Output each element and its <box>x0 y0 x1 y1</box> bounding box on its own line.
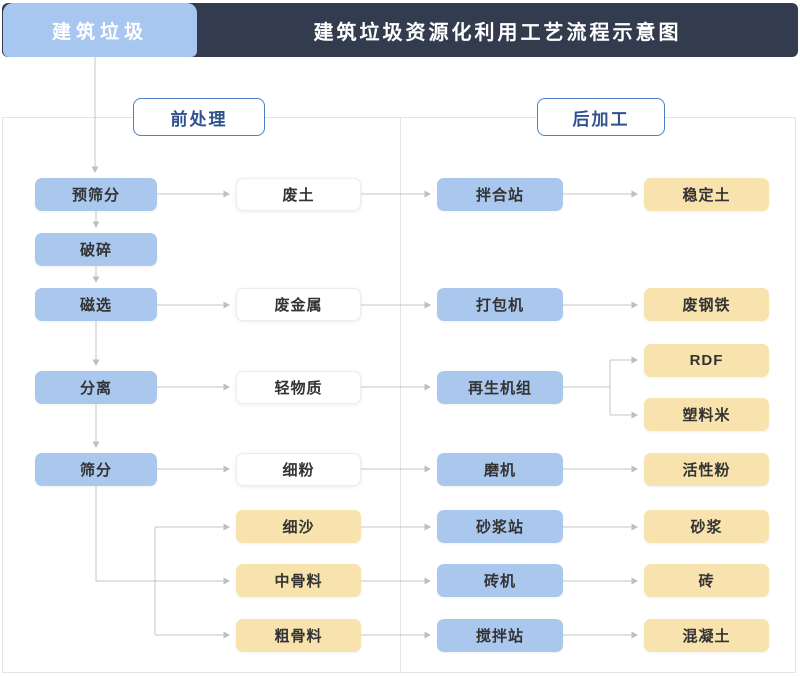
node-fine-sand: 细沙 <box>236 510 361 543</box>
node-screening: 筛分 <box>35 453 157 486</box>
node-brick-machine: 砖机 <box>437 564 563 597</box>
node-coarse-aggregate: 粗骨料 <box>236 619 361 652</box>
node-mixing-plant: 拌合站 <box>437 178 563 211</box>
node-agitation-station: 搅拌站 <box>437 619 563 652</box>
node-light-material: 轻物质 <box>236 371 361 404</box>
node-waste-soil: 废土 <box>236 178 361 211</box>
panel-divider <box>400 117 401 673</box>
node-stabilized-soil: 稳定土 <box>644 178 769 211</box>
node-rdf: RDF <box>644 344 769 377</box>
node-plastic-pellets: 塑料米 <box>644 398 769 431</box>
node-scrap-steel: 废钢铁 <box>644 288 769 321</box>
node-concrete: 混凝土 <box>644 619 769 652</box>
node-mill: 磨机 <box>437 453 563 486</box>
node-active-powder: 活性粉 <box>644 453 769 486</box>
node-crushing: 破碎 <box>35 233 157 266</box>
section-label-pre-processing: 前处理 <box>133 98 265 136</box>
source-tab-construction-waste: 建筑垃圾 <box>3 3 197 57</box>
node-mortar: 砂浆 <box>644 510 769 543</box>
node-brick: 砖 <box>644 564 769 597</box>
node-separation: 分离 <box>35 371 157 404</box>
node-pre-screening: 预筛分 <box>35 178 157 211</box>
node-magnetic-separation: 磁选 <box>35 288 157 321</box>
node-medium-aggregate: 中骨料 <box>236 564 361 597</box>
node-mortar-station: 砂浆站 <box>437 510 563 543</box>
section-label-post-processing: 后加工 <box>537 98 665 136</box>
node-fine-powder: 细粉 <box>236 453 361 486</box>
node-regeneration-unit: 再生机组 <box>437 371 563 404</box>
node-baler: 打包机 <box>437 288 563 321</box>
node-waste-metal: 废金属 <box>236 288 361 321</box>
page-title: 建筑垃圾资源化利用工艺流程示意图 <box>313 21 682 44</box>
